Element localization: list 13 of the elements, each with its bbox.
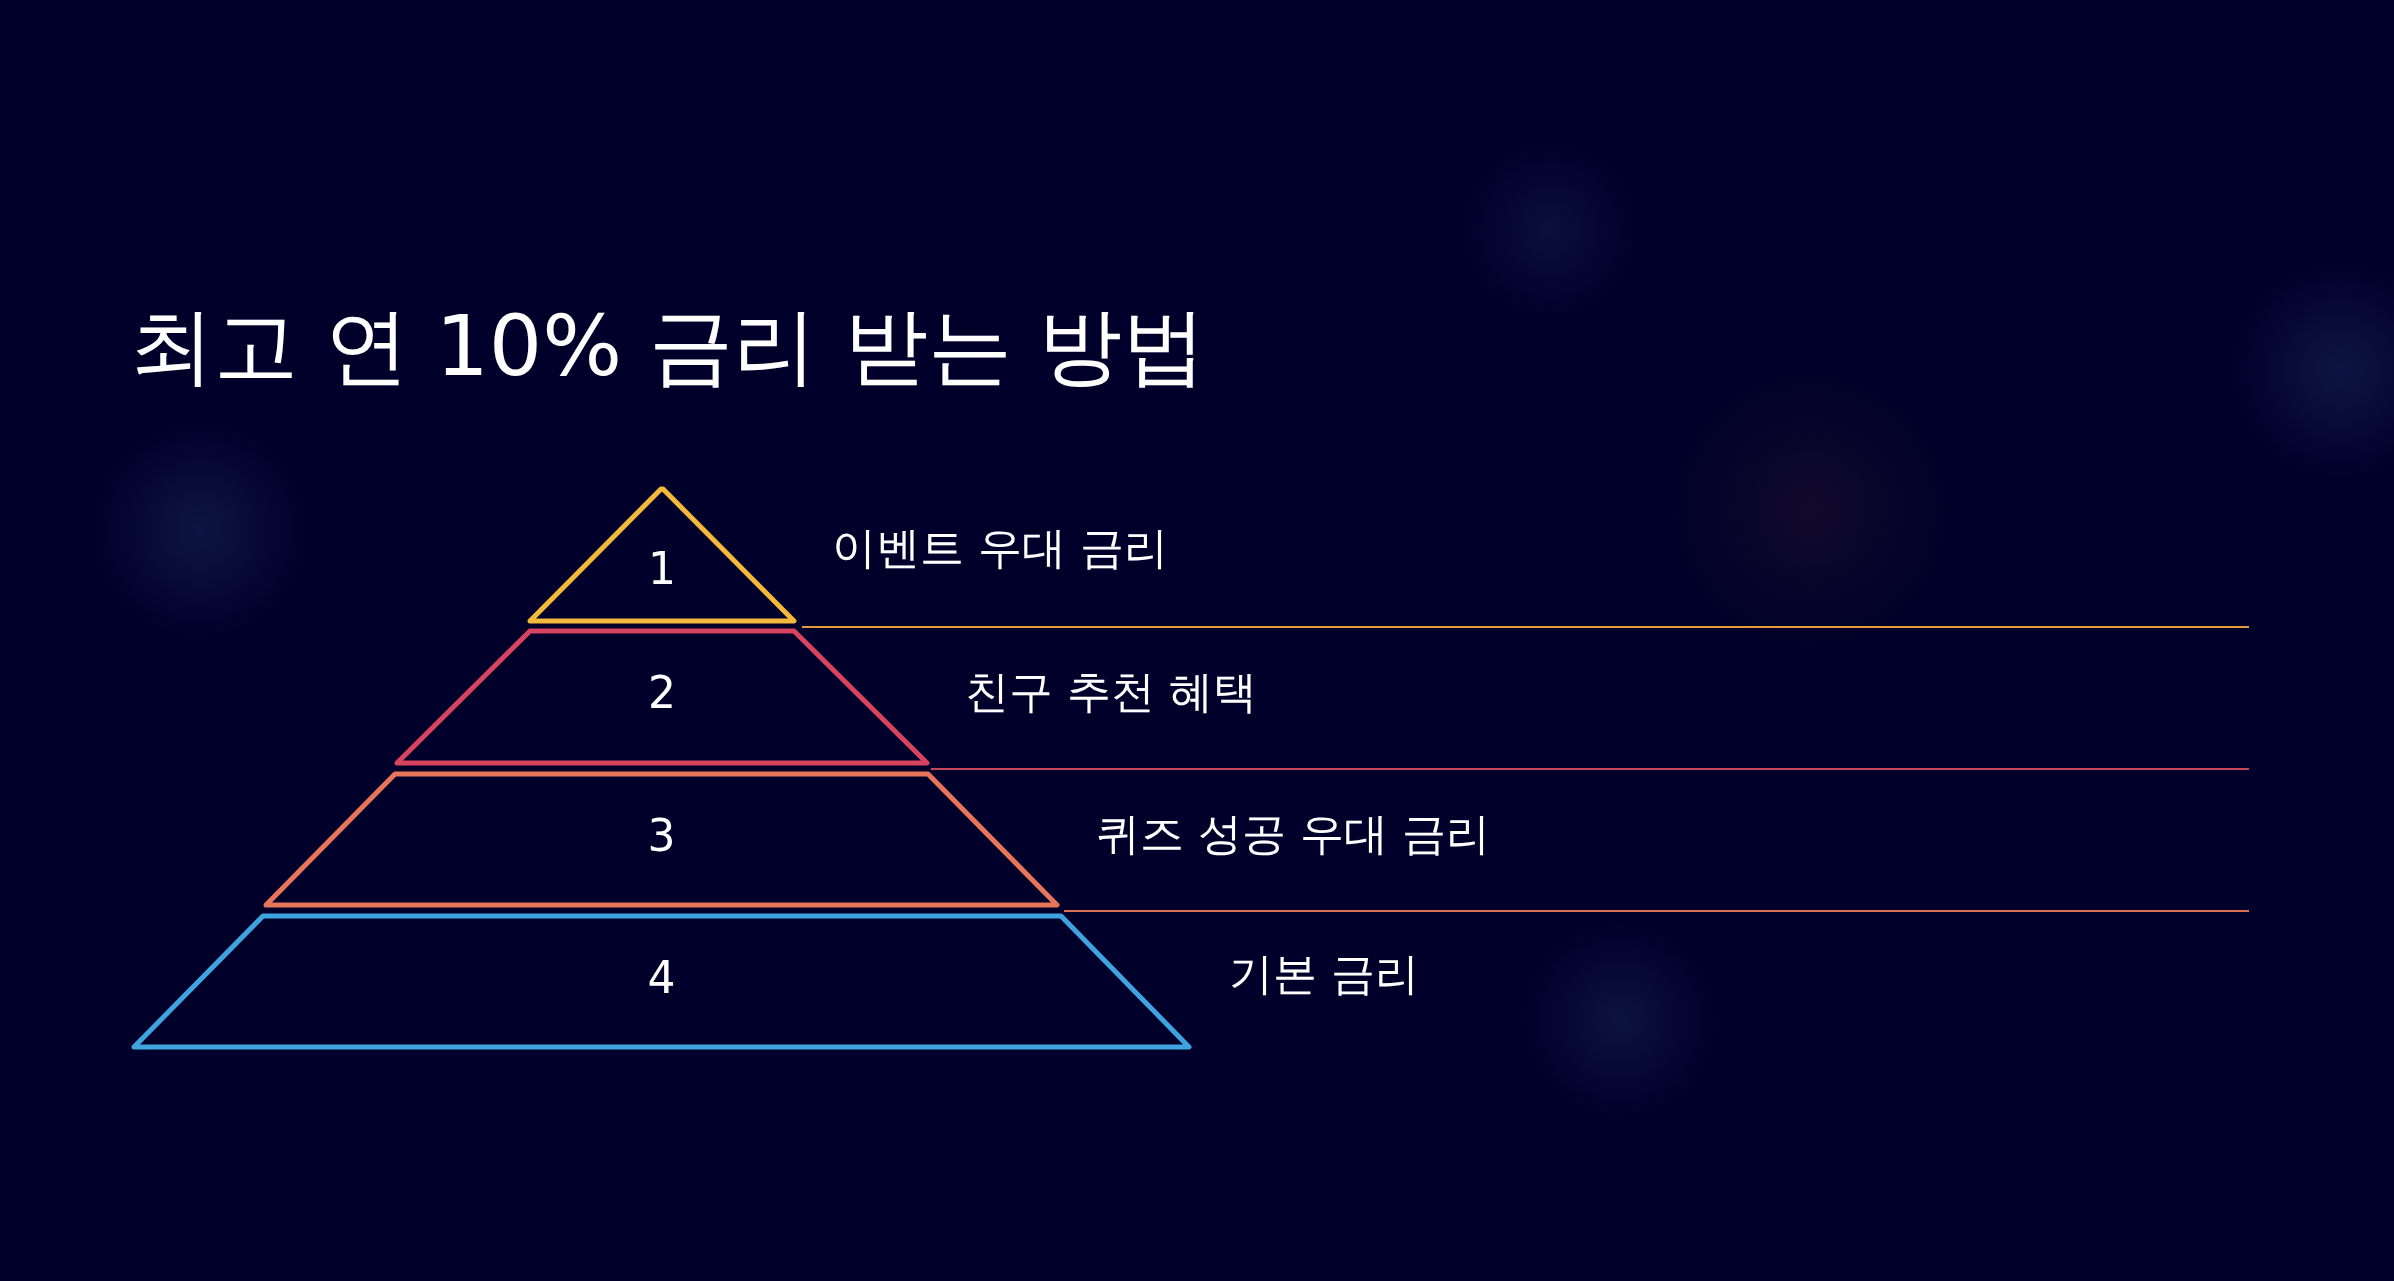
tier-number: 2 — [647, 671, 677, 715]
pyramid-tier — [397, 631, 927, 763]
tier-number: 4 — [646, 956, 677, 1000]
tier-label: 친구 추천 혜택 — [965, 666, 1257, 719]
pyramid-top-triangle — [530, 489, 794, 621]
pyramid-tier — [266, 774, 1057, 905]
tier-label: 이벤트 우대 금리 — [832, 522, 1168, 575]
tier-label: 기본 금리 — [1229, 948, 1419, 1001]
tier-number: 3 — [646, 814, 677, 858]
tier-number: 1 — [647, 547, 677, 591]
title: 최고 연 10% 금리 받는 방법 — [130, 296, 1207, 397]
tier-label: 퀴즈 성공 우대 금리 — [1096, 808, 1490, 861]
pyramid-tier — [134, 916, 1189, 1047]
